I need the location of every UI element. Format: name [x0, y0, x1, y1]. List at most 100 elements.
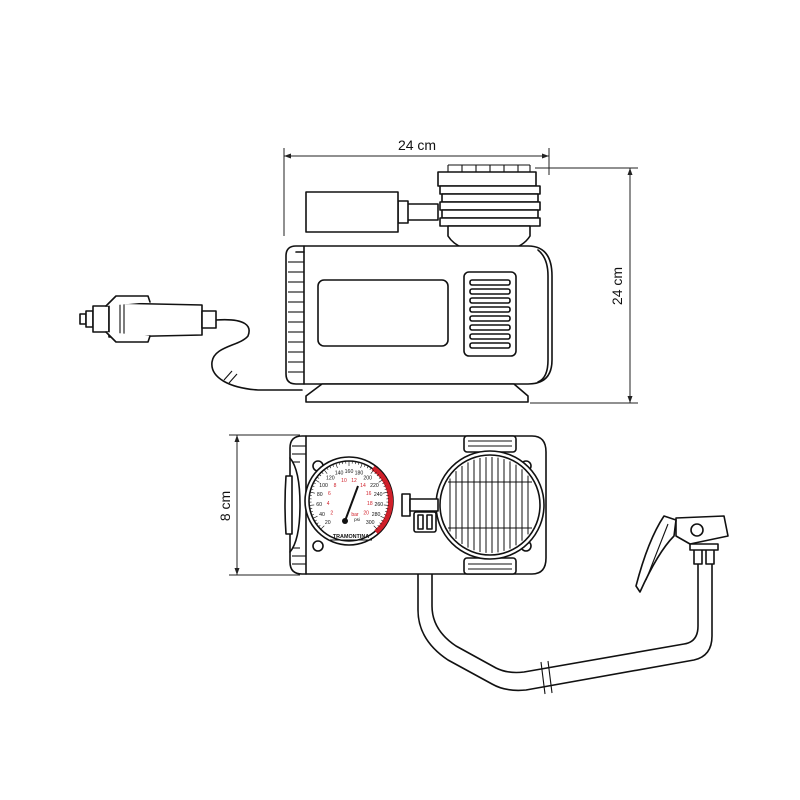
gauge-tick	[313, 482, 316, 485]
gauge-psi-label: 260	[374, 502, 383, 508]
gauge-psi-label: 160	[345, 469, 354, 475]
cylinder-side	[437, 164, 541, 253]
base-foot	[305, 383, 529, 403]
gauge-psi-label: 80	[317, 492, 323, 498]
gauge-tick	[311, 485, 315, 487]
gauge-tick	[326, 467, 329, 470]
gauge-tick	[338, 462, 340, 465]
gauge-tick	[329, 465, 332, 469]
gauge-unit-bar: bar	[351, 512, 359, 518]
gauge-psi-label: 140	[335, 470, 344, 476]
gauge-tick	[311, 514, 315, 516]
width-dimension: 24 cm	[283, 137, 550, 236]
gauge-needle	[344, 485, 359, 522]
gauge-bar-label: 8	[334, 483, 337, 489]
gauge-tick	[384, 488, 388, 490]
depth-dimension: 8 cm	[217, 434, 300, 576]
label-panel	[317, 279, 449, 347]
side-vent	[463, 271, 517, 357]
tire-chuck	[635, 515, 729, 593]
gauge-tick	[377, 524, 380, 528]
gauge-red-arc	[371, 465, 394, 534]
gauge-bar-label: 18	[367, 501, 373, 507]
depth-label: 8 cm	[217, 491, 233, 521]
gauge-psi-label: 100	[319, 483, 328, 489]
gauge-tick	[364, 464, 366, 467]
gauge-tick	[309, 504, 315, 506]
gauge-bar-label: 20	[363, 511, 369, 517]
car-plug	[79, 295, 217, 343]
gauge-psi-label: 180	[355, 470, 364, 476]
gauge-bar-label: 2	[330, 511, 333, 517]
gauge-bar-label: 6	[328, 491, 331, 497]
air-hose	[417, 531, 713, 695]
gauge-tick	[366, 465, 369, 469]
gauge-tick	[310, 511, 314, 513]
gauge-unit-psi: psi	[354, 517, 360, 522]
gauge-psi-label: 20	[325, 520, 331, 526]
gauge-tick	[312, 515, 318, 519]
gauge-psi-label: 40	[319, 512, 325, 518]
cylinder-top	[435, 450, 545, 560]
gauge-tick	[384, 511, 388, 513]
gauge-psi-label: 280	[372, 512, 381, 518]
gauge-tick	[381, 519, 384, 522]
gauge-tick	[323, 469, 328, 474]
gauge-tick	[314, 479, 320, 483]
gauge-tick	[335, 463, 338, 469]
gauge-bar-label: 12	[351, 478, 357, 484]
gauge-psi-label: 60	[316, 502, 322, 508]
gauge-psi-label: 300	[366, 520, 375, 526]
gauge-bar-label: 14	[360, 483, 366, 489]
gauge-tick	[369, 467, 372, 470]
power-cable	[211, 318, 303, 391]
gauge-tick	[309, 491, 315, 494]
bottom-vent	[463, 557, 517, 575]
gauge-tick	[376, 474, 380, 477]
gauge-tick	[314, 519, 317, 522]
gauge-psi-label: 220	[370, 483, 379, 489]
gauge-tick-marks	[309, 461, 389, 530]
gauge-tick	[320, 525, 325, 530]
gauge-bar-label: 10	[341, 478, 347, 484]
gauge-tick	[310, 488, 314, 490]
gauge-tick	[383, 514, 387, 516]
gauge-tick	[374, 471, 377, 474]
gauge-tick	[373, 525, 378, 530]
width-label: 24 cm	[398, 137, 436, 153]
gauge-bar-label: 16	[366, 491, 372, 497]
gauge-tick	[358, 462, 360, 465]
gauge-tick	[360, 463, 363, 469]
height-dimension: 24 cm	[530, 167, 638, 404]
gauge-tick	[332, 464, 334, 467]
gauge-tick	[382, 482, 385, 485]
side-view	[79, 164, 553, 403]
air-tank	[305, 191, 399, 233]
gauge-tick	[380, 515, 386, 519]
gauge-psi-label: 200	[363, 475, 372, 481]
grip-top	[284, 435, 307, 575]
gauge-bar-label: 4	[327, 501, 330, 507]
gauge-tick	[370, 469, 375, 474]
gauge-tick	[318, 524, 321, 528]
gauge-psi-label: 120	[326, 475, 335, 481]
gauge-tick	[318, 474, 322, 477]
gauge-tick	[321, 471, 324, 474]
gauge-tick	[383, 491, 389, 494]
gauge-tick	[379, 522, 382, 525]
gauge-tick	[316, 522, 319, 525]
grip-ribs	[288, 245, 305, 385]
height-label: 24 cm	[609, 267, 625, 305]
top-vent	[463, 435, 517, 453]
gauge-tick	[378, 479, 384, 483]
gauge-tick	[316, 476, 320, 479]
gauge-tick	[383, 485, 387, 487]
gauge-tick	[378, 476, 382, 479]
gauge-psi-label: 240	[374, 492, 383, 498]
gauge-tick	[383, 504, 389, 506]
